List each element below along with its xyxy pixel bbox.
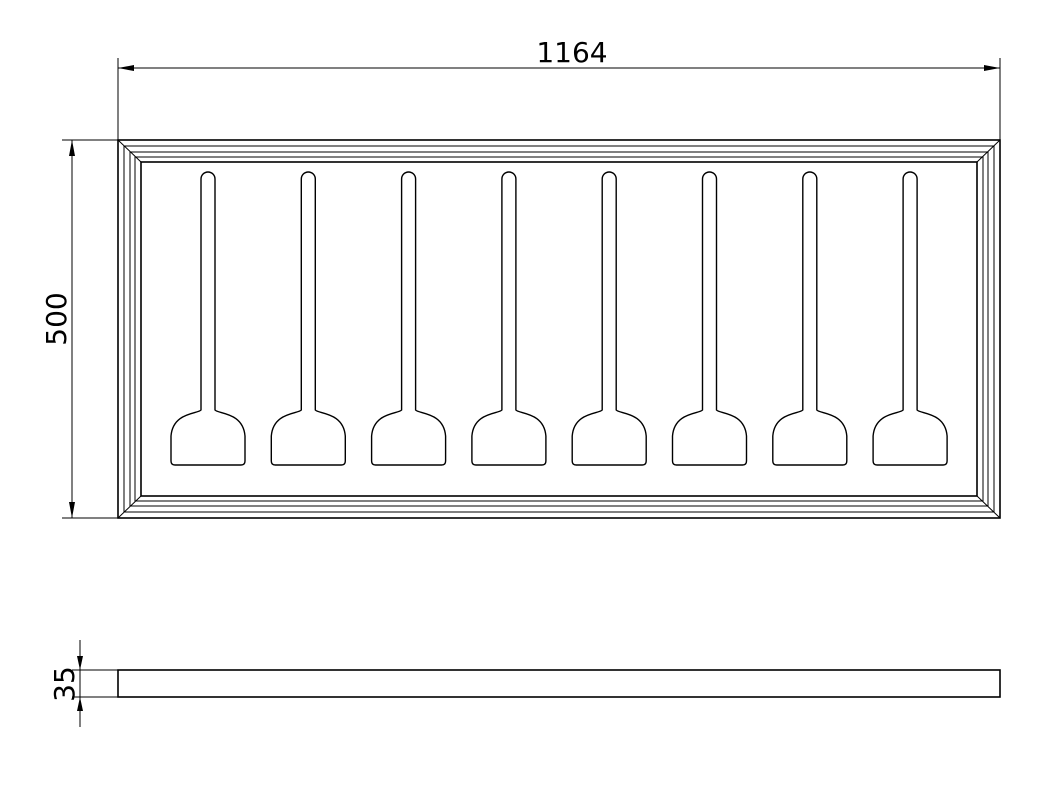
thickness-dimension: 35 (48, 640, 118, 727)
height-label: 500 (40, 292, 73, 345)
spoon-cavity-icon (671, 171, 748, 466)
width-label: 1164 (536, 36, 607, 69)
tray-frame-line-1 (123, 145, 995, 513)
height-dimension: 500 (40, 139, 118, 519)
height-arrow-top-icon (69, 140, 75, 156)
tray-frame-line-2 (129, 151, 989, 507)
tray-frame-line-3 (134, 156, 984, 502)
height-arrow-bottom-icon (69, 502, 75, 518)
spoon-cavity-icon (772, 171, 848, 466)
thickness-arrow-bottom-icon (77, 697, 83, 711)
width-arrow-left-icon (118, 65, 134, 71)
width-arrow-right-icon (984, 65, 1000, 71)
corner-miter-tl (117, 139, 142, 163)
spoon-cavity-icon (170, 171, 246, 466)
spoon-cavity-icon (370, 171, 447, 466)
thickness-arrow-top-icon (77, 656, 83, 670)
width-dimension: 1164 (117, 36, 1001, 140)
tray-side-view (117, 669, 1001, 698)
cavity-group (170, 171, 948, 466)
spoon-cavity-icon (270, 171, 346, 466)
spoon-cavity-icon (471, 171, 547, 466)
corner-miter-bl (117, 495, 142, 519)
thickness-label: 35 (48, 666, 81, 702)
corner-miter-br (976, 495, 1001, 519)
tray-side-profile (117, 669, 1001, 698)
tray-outer-edge (117, 139, 1001, 519)
spoon-cavity-icon (571, 171, 647, 466)
tray-plan-view (117, 139, 1001, 519)
tray-floor-edge (140, 161, 978, 497)
corner-miter-tr (976, 139, 1001, 163)
spoon-cavity-icon (872, 171, 948, 466)
